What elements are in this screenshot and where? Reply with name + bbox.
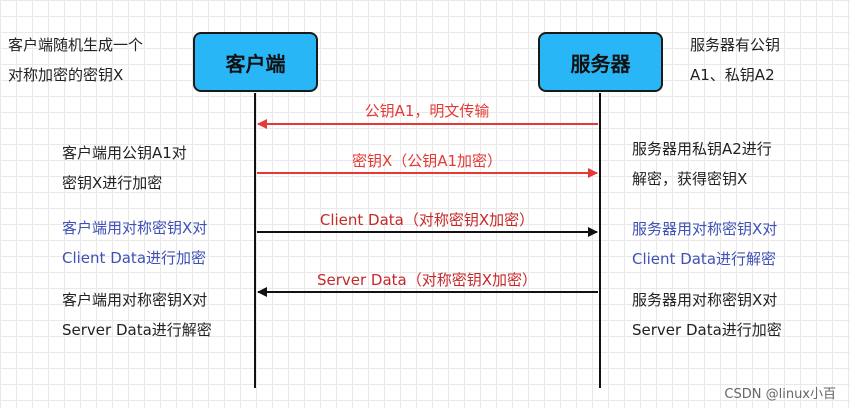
note-client-encrypt-key: 客户端用公钥A1对 密钥X进行加密: [62, 138, 187, 198]
server-box: 服务器: [538, 32, 663, 92]
note-line: 服务器用对称密钥X对: [632, 291, 778, 309]
note-line: 客户端用公钥A1对: [62, 144, 187, 162]
note-server-keys: 服务器有公钥 A1、私钥A2: [690, 30, 780, 90]
server-label: 服务器: [570, 51, 631, 76]
note-line: 服务器用对称密钥X对: [632, 220, 778, 238]
note-line: 服务器有公钥: [690, 36, 781, 54]
note-client-generate: 客户端随机生成一个 对称加密的密钥X: [8, 30, 143, 90]
note-server-decrypt-data: 服务器用对称密钥X对 Client Data进行解密: [632, 214, 777, 274]
note-line: Client Data进行加密: [62, 249, 207, 267]
note-line: Server Data进行加密: [632, 321, 782, 339]
note-line: A1、私钥A2: [690, 66, 775, 84]
message-label-public-key: 公钥A1，明文传输: [364, 102, 490, 120]
note-line: 服务器用私钥A2进行: [632, 140, 772, 158]
note-line: 对称加密的密钥X: [8, 66, 124, 84]
note-line: 解密，获得密钥X: [632, 170, 748, 188]
note-client-encrypt-data: 客户端用对称密钥X对 Client Data进行加密: [62, 213, 207, 273]
message-label-server-data: Server Data（对称密钥X加密）: [316, 271, 538, 289]
note-line: 客户端用对称密钥X对: [62, 291, 208, 309]
note-line: Server Data进行解密: [62, 321, 212, 339]
client-box: 客户端: [193, 32, 318, 92]
note-line: 密钥X进行加密: [62, 174, 163, 192]
note-line: Client Data进行解密: [632, 250, 777, 268]
note-server-encrypt-data: 服务器用对称密钥X对 Server Data进行加密: [632, 285, 782, 345]
note-server-decrypt-key: 服务器用私钥A2进行 解密，获得密钥X: [632, 134, 772, 194]
note-line: 客户端随机生成一个: [8, 36, 144, 54]
client-label: 客户端: [225, 51, 286, 76]
note-line: 客户端用对称密钥X对: [62, 219, 208, 237]
message-label-encrypted-key: 密钥X（公钥A1加密）: [351, 152, 503, 170]
note-client-decrypt-data: 客户端用对称密钥X对 Server Data进行解密: [62, 285, 212, 345]
message-label-client-data: Client Data（对称密钥X加密）: [319, 211, 535, 229]
watermark: CSDN @linux小百: [724, 387, 836, 402]
